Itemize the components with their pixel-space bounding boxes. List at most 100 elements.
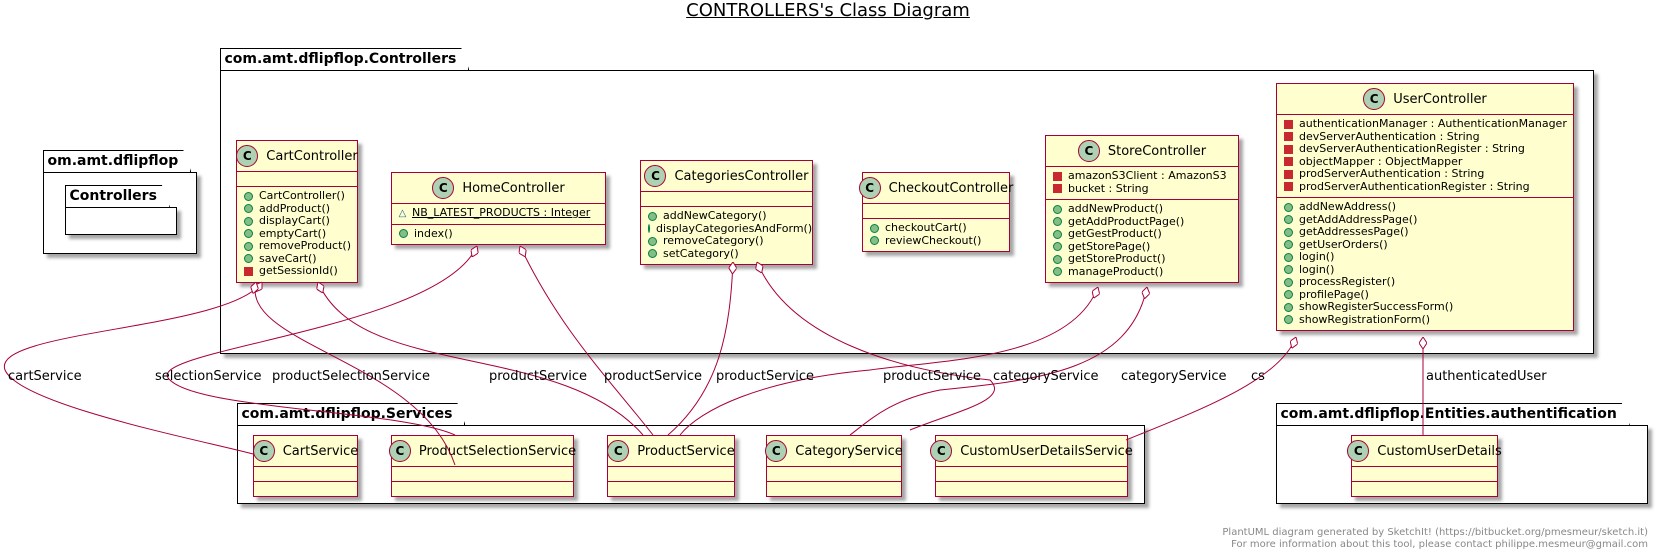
class-name: CustomUserDetails [1377,443,1502,459]
private-icon [1284,132,1293,142]
public-icon [648,211,657,221]
class-icon: C [388,440,411,462]
class-icon: C [236,145,259,167]
field: devServerAuthenticationRegister : String [1299,142,1525,155]
class-name: ProductService [637,443,735,459]
link-categories-categoryservice [757,262,995,431]
class-icon: C [252,440,275,462]
field: NB_LATEST_PRODUCTS : Integer [412,206,591,219]
private-icon [244,266,253,276]
public-icon [244,229,253,239]
public-icon [870,223,879,233]
method: getAddressesPage() [1299,225,1409,238]
methods-section: addNewAddress() getAddAddressPage() getA… [1277,197,1573,330]
field: bucket : String [1068,181,1149,195]
public-icon [244,204,253,214]
class-icon: C [858,177,881,199]
public-icon [1284,277,1293,287]
fields-section: authenticationManager : AuthenticationMa… [1277,114,1573,197]
method: CartController() [259,189,345,202]
method: addNewCategory() [663,209,767,222]
package-controllers-label: com.amt.dflipflop.Controllers [220,48,470,70]
methods-section: addNewProduct() getAddProductPage() getG… [1046,199,1238,282]
fields-section [608,466,734,481]
package-orphan-sub-label: Controllers [65,185,170,207]
link-home-productservice [520,246,654,436]
method: checkoutCart() [885,221,967,234]
link-home-productselectionservice [166,246,477,436]
class-store-controller[interactable]: C StoreController amazonS3Client : Amazon… [1045,135,1239,283]
method: removeProduct() [258,239,351,252]
method: addProduct() [259,201,331,215]
public-icon [244,191,253,201]
field: amazonS3Client : AmazonS3 [1068,169,1227,182]
link-label-categoryservice-1: categoryService [993,369,1099,384]
package-orphan: om.amt.dflipflop Controllers [43,172,197,254]
method: addNewAddress() [1299,200,1397,213]
field: objectMapper : ObjectMapper [1299,154,1463,168]
method: getAddAddressPage() [1299,212,1418,226]
public-icon [1053,254,1062,264]
public-icon [1053,204,1062,214]
link-label-selectionservice: selectionService [155,369,262,384]
method: login() [1299,262,1335,276]
method: saveCart() [259,251,317,265]
public-icon [648,224,650,234]
class-name: CategoriesController [674,168,809,184]
class-icon: C [765,440,788,462]
package-orphan-sub: Controllers [65,207,177,235]
method: reviewCheckout() [885,233,982,247]
method: setCategory() [663,246,739,260]
public-icon [648,236,657,246]
method: getSessionId() [259,264,338,277]
class-icon: C [930,440,953,462]
class-name: CheckoutController [888,180,1014,196]
link-label-productservice-4: productService [883,369,982,384]
private-icon [1053,184,1062,194]
method: displayCategoriesAndForm() [656,221,813,235]
fields-section [936,466,1127,481]
method: profilePage() [1299,287,1369,301]
footer: PlantUML diagram generated by SketchIt! … [1222,527,1648,551]
public-icon [1284,227,1293,237]
public-icon [1284,202,1293,212]
class-category-service[interactable]: C CategoryService [765,435,903,497]
diagram-title: CONTROLLERS's Class Diagram [686,0,970,21]
link-label-productservice-3: productService [716,369,815,384]
link-cart-productservice [318,282,644,436]
class-name: CategoryService [795,443,903,459]
footer-line-1: PlantUML diagram generated by SketchIt! … [1222,527,1648,538]
link-label-productservice-1: productService [489,369,588,384]
method: emptyCart() [259,226,327,240]
class-icon: C [1077,140,1100,162]
method: getUserOrders() [1299,237,1388,251]
link-categories-productservice [667,262,733,436]
fields-section: △NB_LATEST_PRODUCTS : Integer [392,203,605,224]
class-name: StoreController [1107,143,1207,159]
public-icon [1284,302,1293,312]
public-icon [1284,215,1293,225]
method: removeCategory() [663,234,764,247]
method: showRegisterSuccessForm() [1299,300,1454,313]
private-icon [1284,169,1293,179]
class-icon: C [1363,88,1386,110]
link-store-productservice [679,287,1098,436]
public-icon [244,241,253,251]
public-icon [1284,240,1293,250]
method: index() [414,226,453,240]
class-name: HomeController [462,180,565,196]
fields-section [1352,466,1497,481]
class-checkout-controller[interactable]: C CheckoutController checkoutCart() revie… [858,172,1013,252]
link-label-categoryservice-2: categoryService [1121,369,1227,384]
